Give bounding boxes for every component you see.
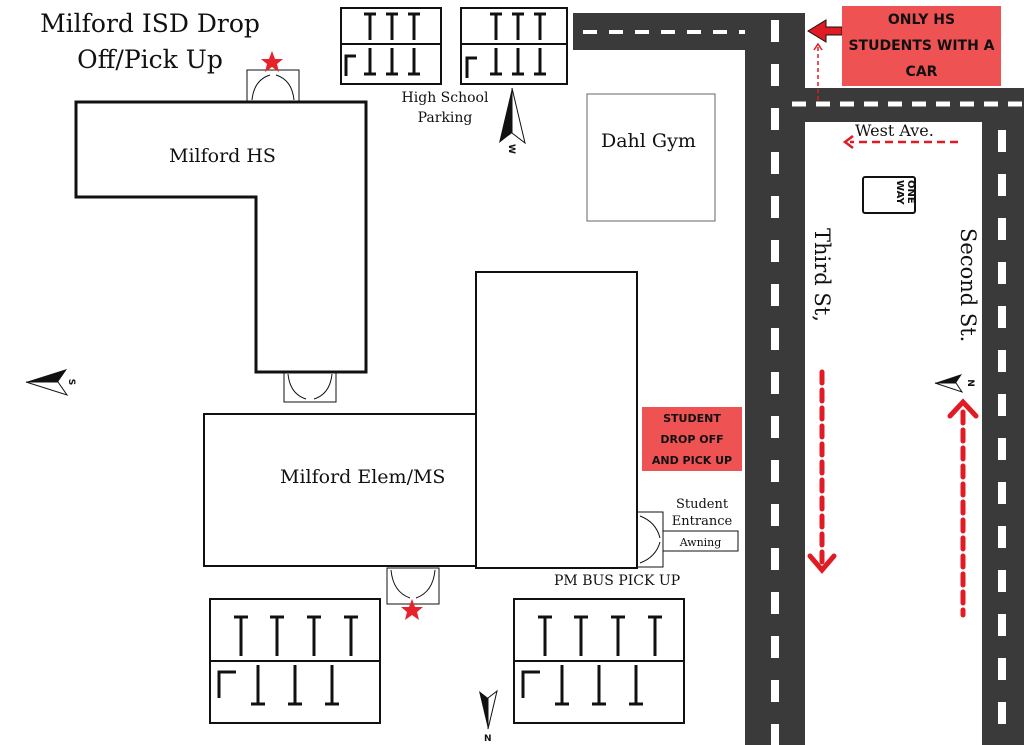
building-dahl-gym bbox=[586, 93, 716, 222]
compass-letter-west: W bbox=[505, 144, 516, 154]
label-hs-parking-line1: High School bbox=[401, 90, 489, 106]
student-entrance-doors bbox=[636, 511, 664, 568]
label-dahl-gym: Dahl Gym bbox=[601, 130, 696, 152]
star-marker-elem bbox=[401, 599, 423, 620]
callout-hs-students-with-car: ONLY HS STUDENTS WITH A CAR bbox=[842, 6, 1001, 86]
parking-lot-top-2 bbox=[460, 7, 568, 85]
parking-lot-bottom-left bbox=[209, 598, 381, 724]
map-title: Milford ISD Drop Off/Pick Up bbox=[0, 6, 300, 78]
callout-drop-line2: DROP OFF bbox=[660, 432, 724, 446]
callout-hs-line2: STUDENTS WITH A bbox=[848, 38, 995, 54]
traffic-arrows bbox=[807, 19, 979, 618]
label-student-entrance-line1: Student bbox=[675, 497, 729, 512]
label-milford-hs: Milford HS bbox=[169, 145, 276, 167]
compass-arrow-west bbox=[499, 87, 526, 145]
label-milford-elem-ms: Milford Elem/MS bbox=[280, 466, 446, 488]
callout-hs-line1: ONLY HS bbox=[887, 12, 956, 28]
label-awning: Awning bbox=[679, 536, 722, 549]
building-elem-wing bbox=[475, 271, 638, 569]
compass-arrow-south bbox=[25, 369, 69, 396]
compass-arrow-north-bottom bbox=[479, 689, 498, 730]
label-west-ave: West Ave. bbox=[855, 121, 934, 140]
callout-drop-line1: STUDENT bbox=[663, 411, 721, 425]
label-second-st: Second St. bbox=[956, 228, 980, 343]
building-milford-hs bbox=[74, 100, 368, 374]
hs-bottom-doors bbox=[283, 371, 337, 403]
callout-drop-line3: AND PICK UP bbox=[651, 453, 733, 467]
star-marker-hs bbox=[261, 51, 283, 72]
label-student-entrance-line2: Entrance bbox=[671, 514, 733, 529]
parking-lot-bottom-right bbox=[513, 598, 685, 724]
compass-letter-north-bottom: N bbox=[484, 734, 492, 744]
compass-arrow-north-road bbox=[934, 374, 964, 393]
label-hs-parking: High School Parking bbox=[395, 88, 495, 128]
label-student-entrance: Student Entrance bbox=[666, 496, 738, 530]
hs-top-doors bbox=[246, 69, 300, 103]
building-milford-elem-ms bbox=[203, 413, 477, 567]
callout-student-drop-off: STUDENT DROP OFF AND PICK UP bbox=[642, 407, 742, 471]
label-pm-bus-pick-up: PM BUS PICK UP bbox=[554, 573, 681, 589]
callout-hs-line3: CAR bbox=[905, 64, 938, 80]
compass-letter-south: S bbox=[66, 378, 77, 386]
map-title-line2: Off/Pick Up bbox=[77, 45, 223, 74]
awning bbox=[662, 530, 739, 552]
roads bbox=[573, 13, 1024, 745]
label-third-st: Third St, bbox=[810, 228, 834, 322]
label-hs-parking-line2: Parking bbox=[417, 110, 473, 126]
parking-lot-top-1 bbox=[340, 7, 442, 85]
compass-letter-north-road: N bbox=[964, 379, 975, 387]
elem-bottom-doors bbox=[386, 567, 440, 605]
map-title-line1: Milford ISD Drop bbox=[40, 9, 260, 38]
one-way-sign: ONE WAY bbox=[862, 176, 916, 214]
one-way-sign-text: ONE WAY bbox=[894, 180, 916, 205]
